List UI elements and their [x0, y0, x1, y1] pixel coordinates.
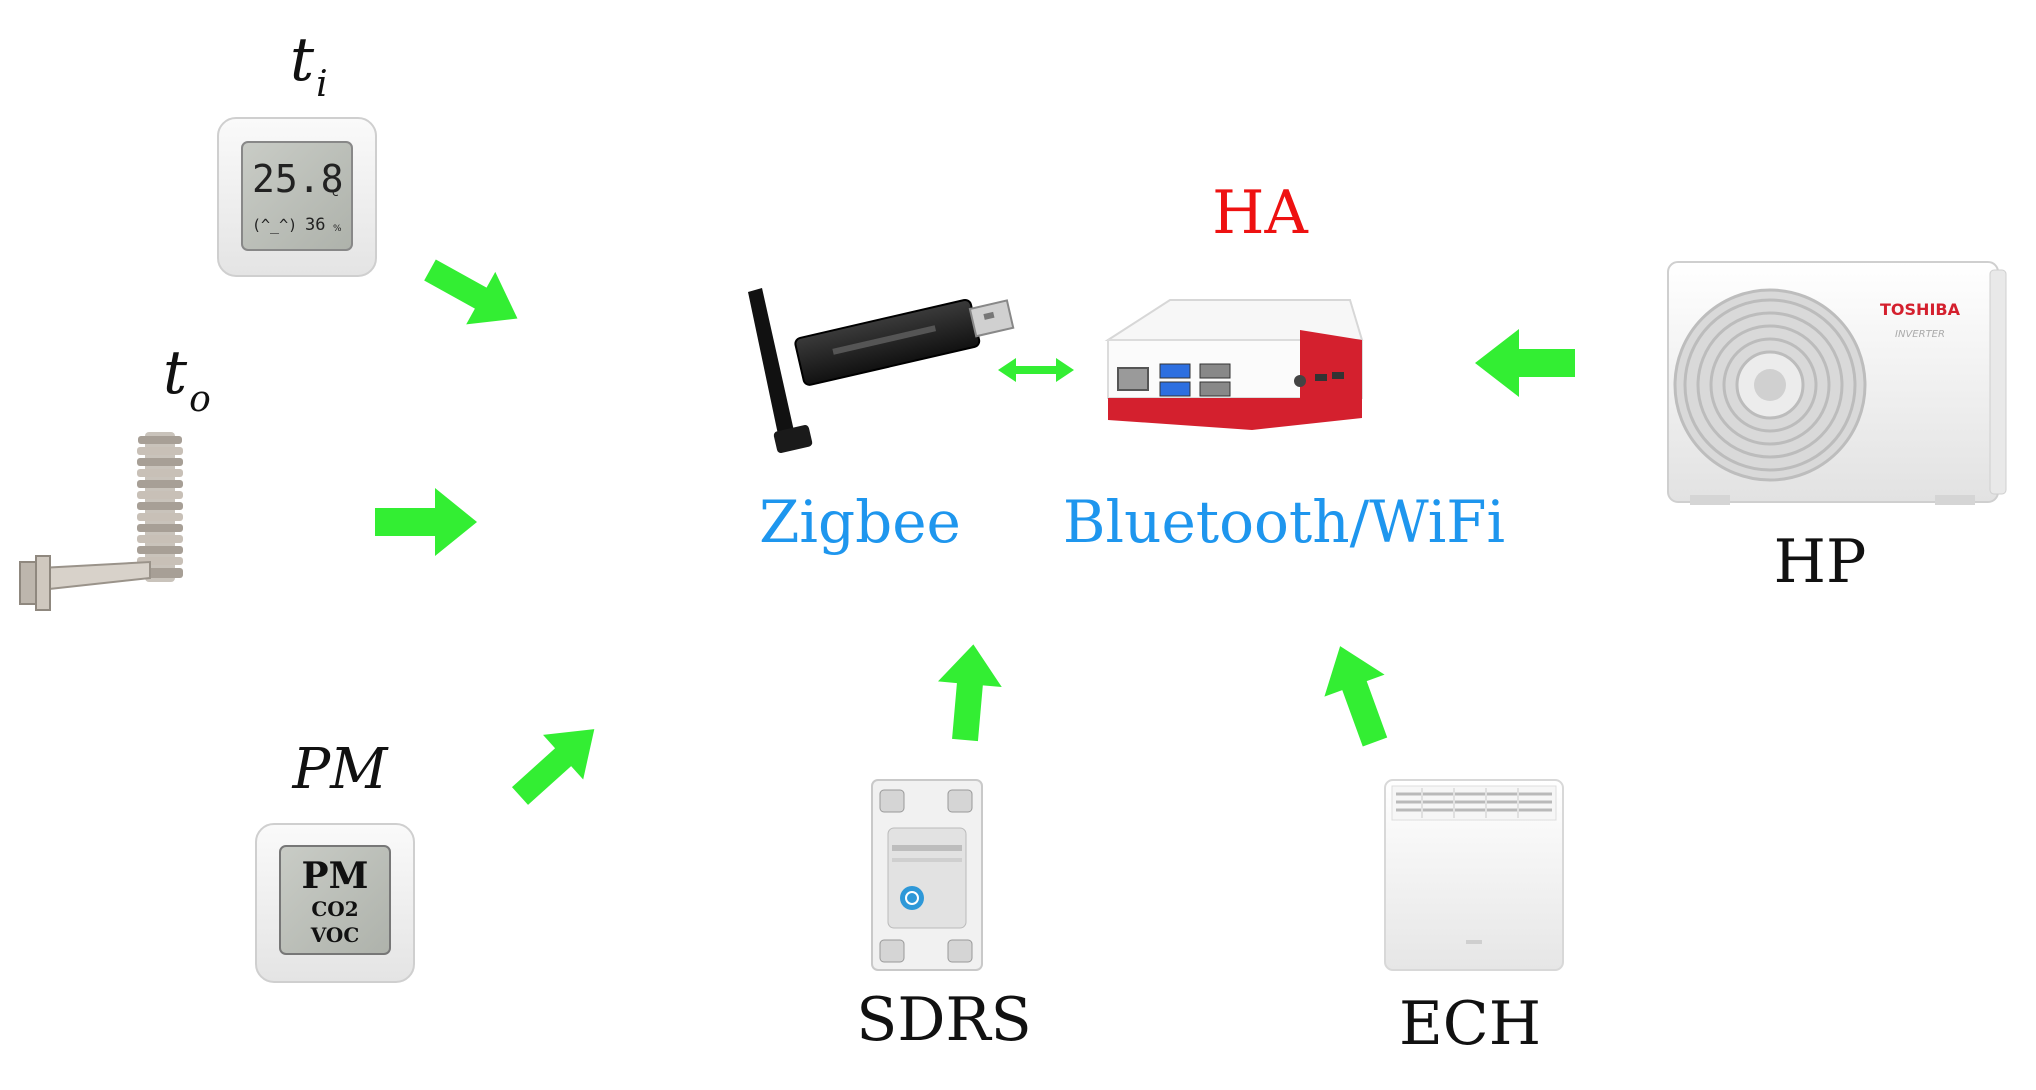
label-to-main: t [163, 338, 188, 408]
label-ti-sub: i [316, 64, 328, 105]
arrow-zigbee-hub-bidirectional [998, 358, 1074, 382]
outdoor-temperature-sensor [19, 432, 183, 611]
temperature-reading: 25.8 [252, 157, 344, 201]
electric-convector-heater [1384, 779, 1564, 971]
label-ti-main: t [290, 25, 315, 95]
label-hp: HP [1774, 527, 1867, 597]
label-to: to [163, 338, 211, 420]
arrow-ti-to-hub [424, 259, 518, 325]
humidity-unit: % [333, 224, 342, 234]
arrow-ech-to-hub [1324, 646, 1388, 747]
label-ha: HA [1212, 178, 1308, 248]
pm-display-line2: CO2 [311, 897, 358, 921]
comfort-face: (^_^) [252, 216, 297, 234]
temperature-unit: c [332, 185, 339, 199]
particulate-matter-sensor: PM CO2 VOC [255, 823, 415, 983]
label-ech: ECH [1399, 989, 1541, 1059]
label-sdrs: SDRS [856, 985, 1032, 1055]
arrow-pm-to-hub [511, 729, 595, 805]
heat-pump-unit: TOSHIBA INVERTER [1667, 261, 2007, 505]
pm-display-line1: PM [302, 855, 369, 897]
arrow-hp-to-hub [1475, 329, 1575, 397]
heat-pump-brand: TOSHIBA [1880, 300, 1961, 319]
label-to-sub: o [189, 379, 211, 420]
heat-pump-model: INVERTER [1895, 329, 1945, 340]
label-ti: ti [290, 25, 328, 105]
zigbee-dongle [748, 288, 1015, 453]
label-bluetooth-wifi: Bluetooth/WiFi [1063, 488, 1505, 556]
label-pm: PM [291, 737, 389, 802]
arrow-to-to-hub [375, 488, 477, 556]
home-assistant-hub [1104, 299, 1364, 430]
label-zigbee: Zigbee [759, 488, 961, 556]
arrow-sdrs-to-hub [938, 644, 1002, 742]
pm-display-line3: VOC [310, 923, 360, 947]
smart-din-rail-switch [871, 779, 983, 971]
indoor-temperature-sensor: 25.8 c (^_^) 36 % [217, 117, 377, 277]
humidity-reading: 36 [305, 215, 325, 235]
